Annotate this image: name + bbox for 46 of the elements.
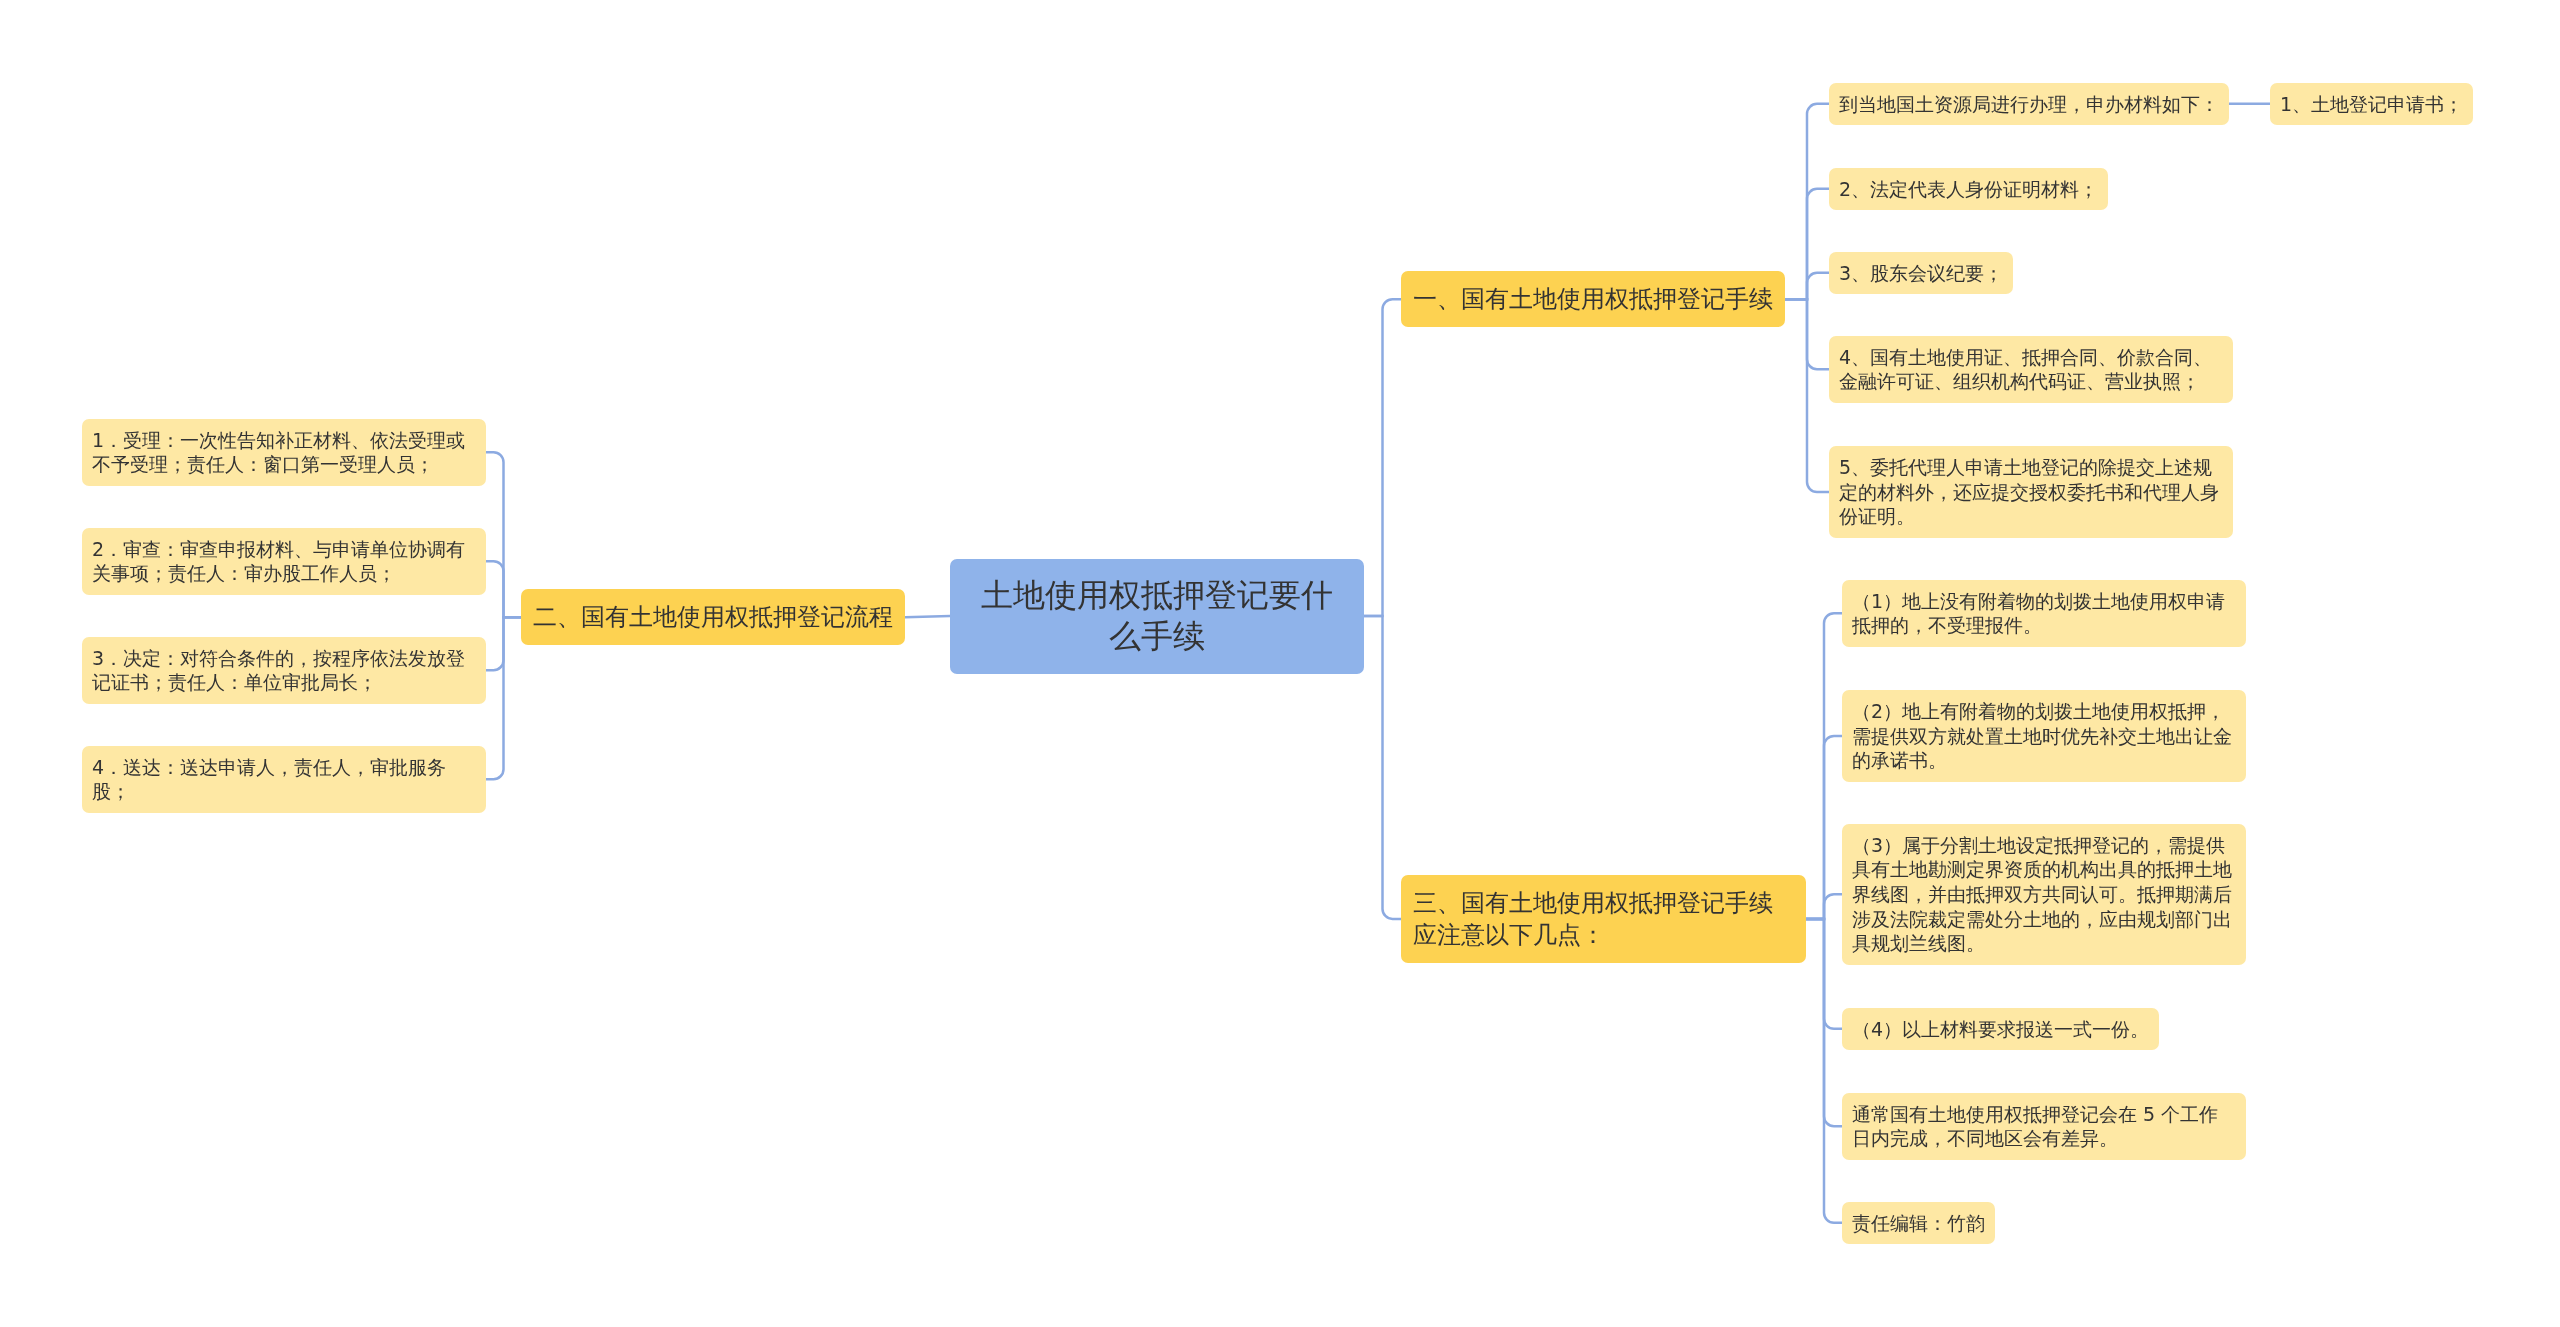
connector-line: [1806, 917, 1842, 1225]
branch-topic-card: [1401, 874, 1806, 964]
subtopic-card: [1842, 1201, 1995, 1245]
subtopic-card: [1829, 167, 2109, 211]
topic-text: （2）地上有附着物的划拨土地使用权抵押，需提供双方就处置土地时优先补交土地出让金的承诺书。: [1852, 699, 2233, 774]
topic-text: 1、土地登记申请书；: [2280, 91, 2464, 117]
topic-text: （4）以上材料要求报送一式一份。: [1852, 1016, 2150, 1042]
topic-text: 通常国有土地使用权抵押登记会在 5 个工作日内完成，不同地区会有差异。: [1852, 1101, 2220, 1151]
connector-line: [1785, 297, 1829, 494]
subtopic-card: [1842, 823, 2246, 965]
topic-text: 责任编辑：竹韵: [1852, 1210, 1985, 1236]
subtopic-card: [2270, 82, 2474, 126]
subtopic-card: [1829, 82, 2229, 126]
topic-text: 土地使用权抵押登记要什么手续: [980, 574, 1334, 658]
connector-line: [486, 615, 521, 781]
subtopic-card: [82, 636, 486, 704]
subtopic-card: [1842, 690, 2246, 783]
subtopic-card: [82, 527, 486, 595]
topic-text: 三、国有土地使用权抵押登记手续应注意以下几点：: [1413, 887, 1774, 951]
connector-line: [904, 614, 951, 619]
subtopic-card: [1829, 251, 2014, 295]
topic-text: （1）地上没有附着物的划拨土地使用权申请抵押的，不受理报件。: [1852, 588, 2227, 638]
topic-text: 2．审查：审查申报材料、与申请单位协调有关事项；责任人：审办股工作人员；: [92, 536, 467, 586]
topic-text: 一、国有土地使用权抵押登记手续: [1413, 284, 1773, 315]
subtopic-card: [1829, 446, 2233, 539]
branch-topic-card: [521, 589, 905, 646]
topic-text: 3．决定：对符合条件的，按程序依法发放登记证书；责任人：单位审批局长；: [92, 645, 467, 695]
topic-text: 4、国有土地使用证、抵押合同、价款合同、金融许可证、组织机构代码证、营业执照；: [1839, 344, 2214, 394]
branch-topic-card: [1401, 271, 1785, 328]
subtopic-card: [1842, 1092, 2246, 1160]
topic-text: （3）属于分割土地设定抵押登记的，需提供具有土地勘测定界资质的机构出具的抵押土地界线图，并由抵押双方共同认可。抵押期满后涉及法院裁定需处分土地的，应由规划部门出具规划兰线图。: [1852, 832, 2233, 956]
topic-text: 2、法定代表人身份证明材料；: [1839, 176, 2099, 202]
topic-text: 3、股东会议纪要；: [1839, 260, 2004, 286]
topic-text: 1．受理：一次性告知补正材料、依法受理或不予受理；责任人：窗口第一受理人员；: [92, 427, 467, 477]
topic-text: 到当地国土资源局进行办理，申办材料如下：: [1839, 91, 2219, 117]
subtopic-card: [1842, 579, 2246, 647]
subtopic-card: [82, 418, 486, 486]
topic-text: 二、国有土地使用权抵押登记流程: [533, 602, 893, 633]
connector-line: [2229, 102, 2270, 106]
subtopic-card: [1842, 1007, 2160, 1051]
connector-line: [1364, 614, 1401, 921]
central-topic-card: [950, 558, 1364, 674]
topic-text: 5、委托代理人申请土地登记的除提交上述规定的材料外，还应提交授权委托书和代理人身份证明。: [1839, 455, 2220, 530]
topic-text: 4．送达：送达申请人，责任人，审批服务股；: [92, 754, 448, 804]
subtopic-card: [82, 745, 486, 813]
subtopic-card: [1829, 335, 2233, 403]
